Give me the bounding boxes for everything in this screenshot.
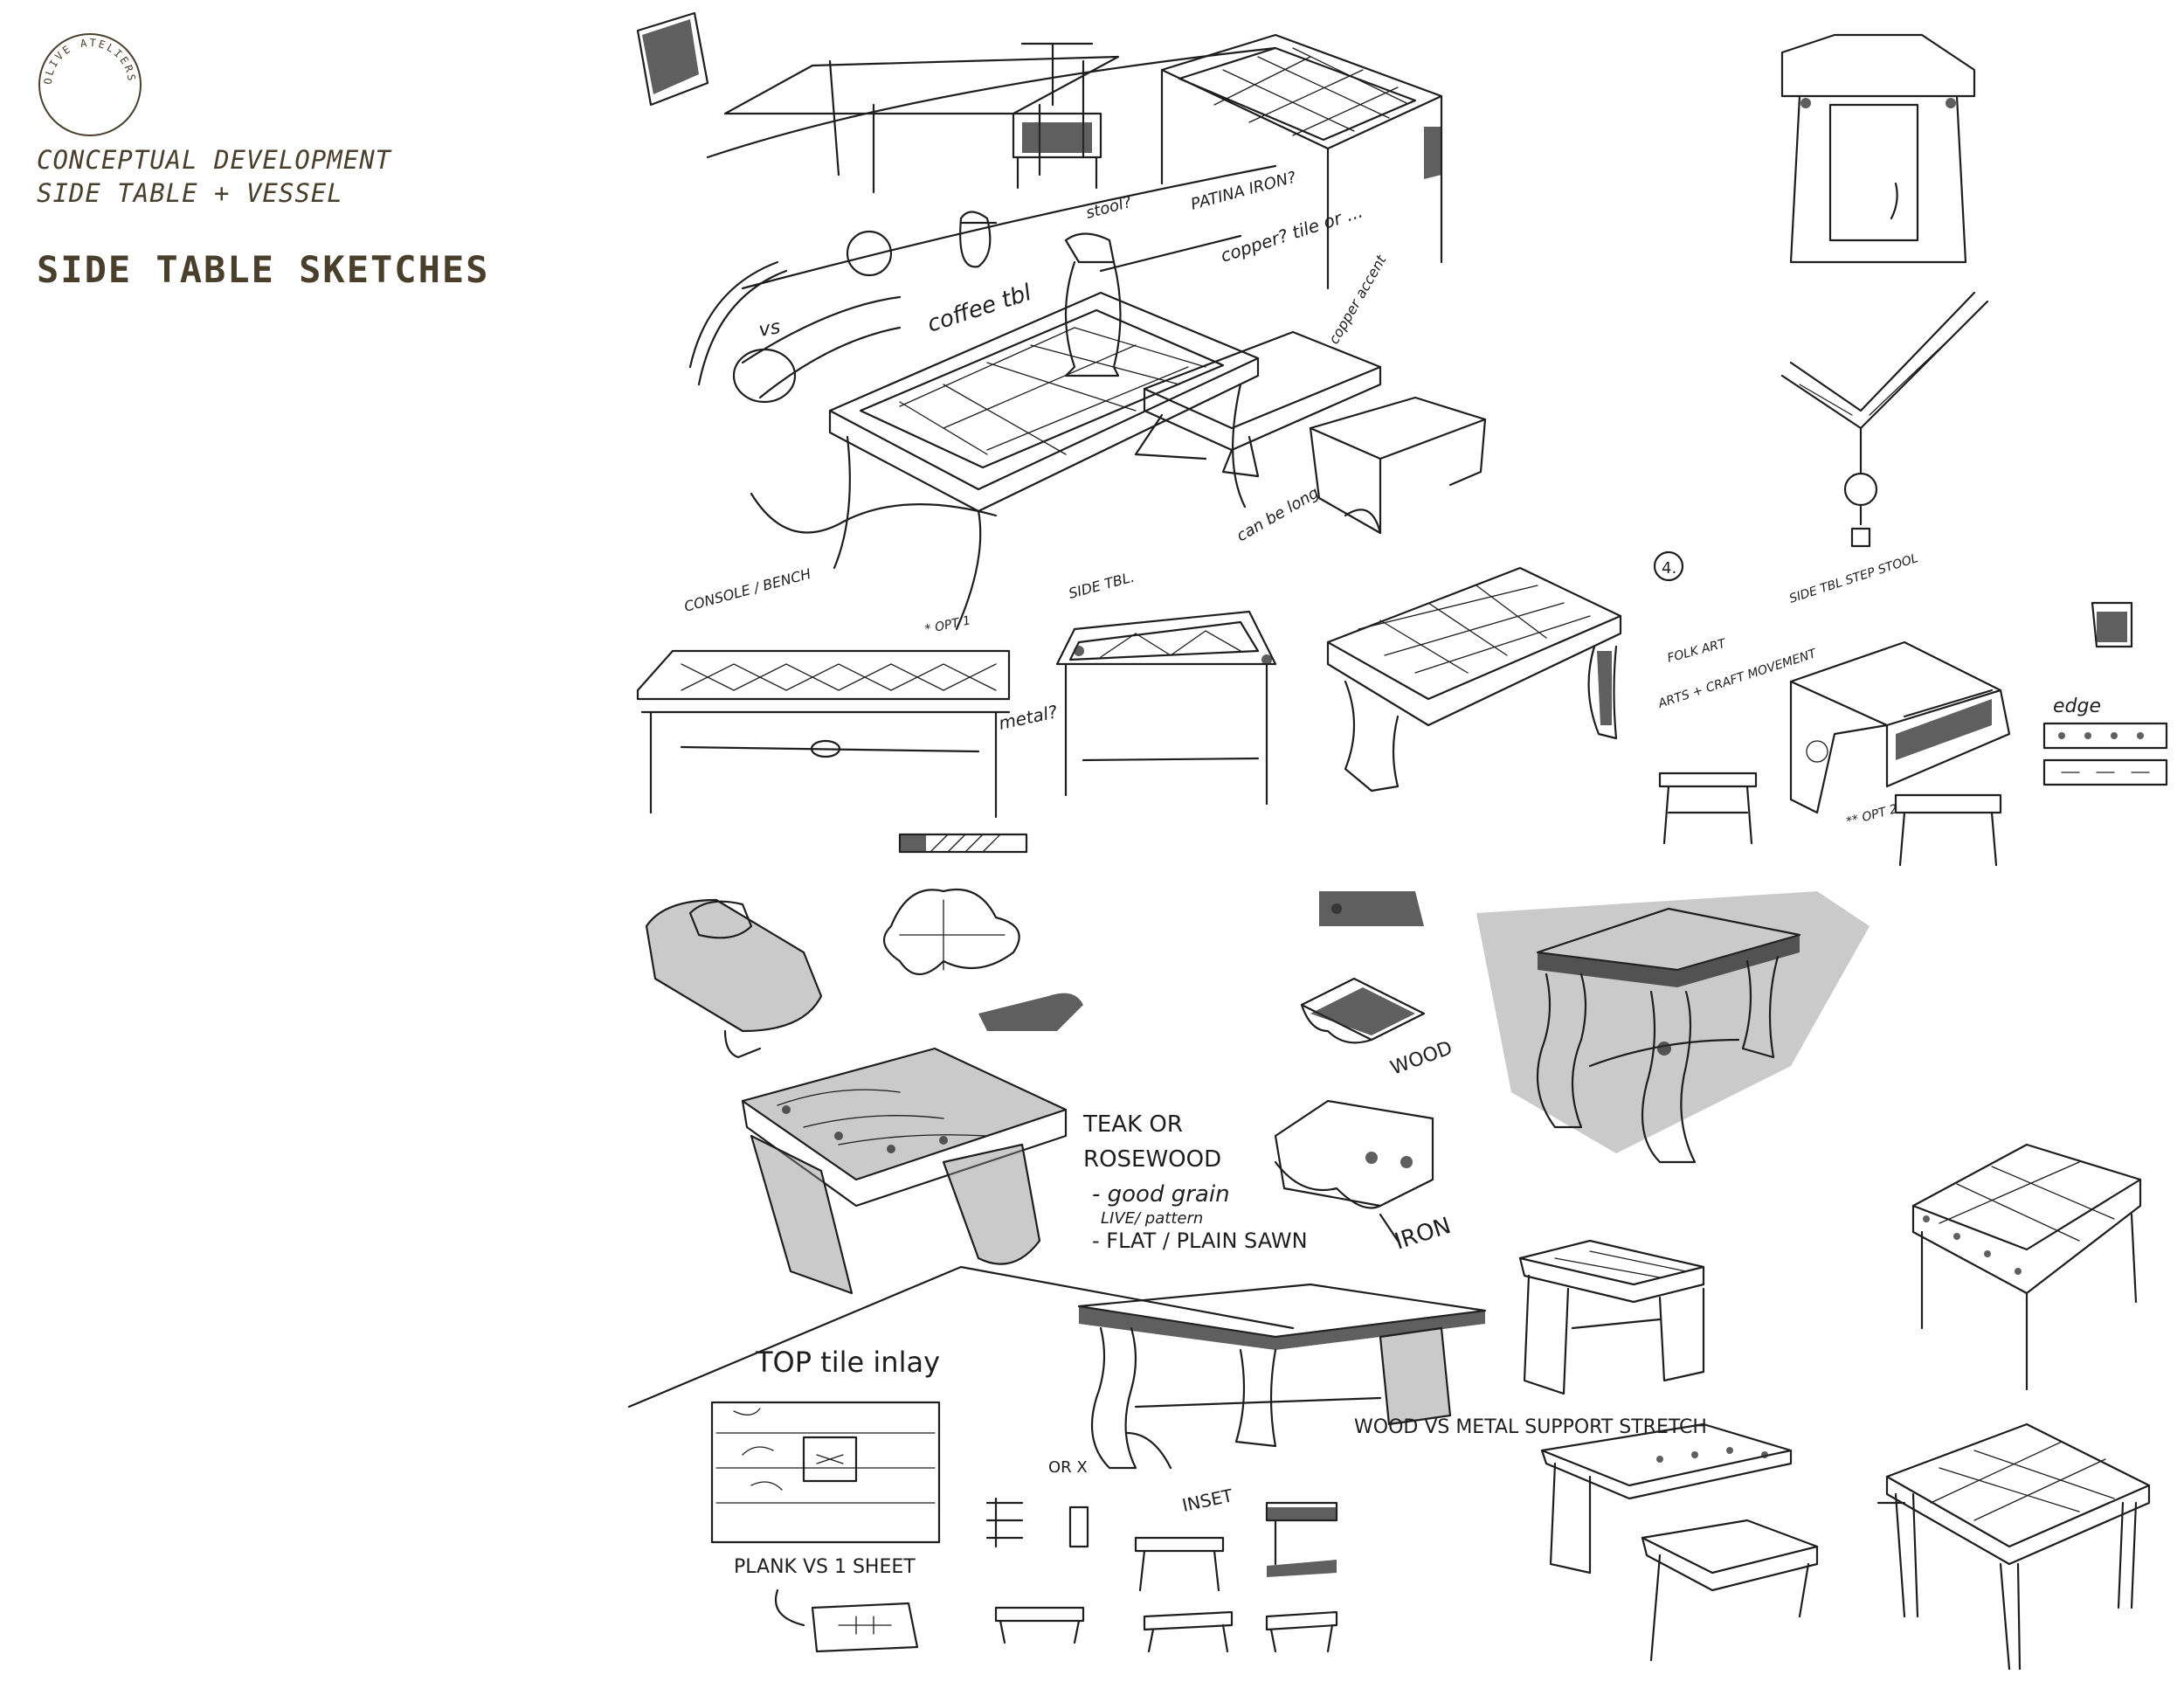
sketch-bench-simple [1134,330,1382,478]
sketch-pencil-vessel-box [645,898,823,1059]
annotation-rosewood: ROSEWOOD [1083,1146,1221,1173]
annotation-or-x: OR X [1048,1458,1088,1477]
sketch-small-benches [1658,772,2002,867]
sketch-bench-rounded [1309,396,1487,535]
annotation-iron: IRON [1392,1213,1455,1256]
sketch-small-tray [774,1589,919,1653]
annotation-copper-accent: copper accent [1325,252,1390,347]
sketch-plank-bench [1540,1422,1819,1662]
annotation-circle-4 [1653,550,1684,582]
sketch-stool-column [1064,232,1242,377]
sketch-perspective-scallop-table [627,1265,1487,1470]
sketch-iron-edge-detail [1274,1099,1434,1242]
sketch-tile-top-table [1911,1143,2142,1391]
sketch-stool-small [1012,42,1102,190]
annotation-side-tbl: SIDE TBL. [1067,569,1136,602]
annotation-console-bench: CONSOLE / BENCH [682,565,812,615]
annotation-opt2: ** OPT 2 [1845,802,1899,829]
sketch-step-stool-opt2 [1789,640,2011,814]
annotation-stool: stool? [1084,193,1134,223]
annotation-circled-4: 4. [1662,559,1676,578]
annotation-copper-tile: copper? tile or ... [1218,201,1365,266]
sketch-top-tile-inlay-plank [710,1401,941,1544]
page-title: SIDE TABLE SKETCHES [37,248,490,291]
subtitle-line-2: SIDE TABLE + VESSEL [37,178,343,208]
sketch-stool-pencil [1518,1239,1705,1395]
sketch-sheet: coffee tbl vs PATINA IRON? copper? tile … [627,11,2168,1671]
sketch-bench-lattice-long [636,649,1011,819]
sketch-tile-knot [882,888,1020,975]
sketch-table-tile-grid [1326,566,1622,793]
subtitle-line-1: CONCEPTUAL DEVELOPMENT [37,145,392,175]
sketch-corner-detail-1 [1319,891,1424,926]
olive-ateliers-seal-logo: OLIVE ATELIERS [38,33,142,136]
sketch-corner-detail-2 [1300,977,1426,1044]
sketch-cube-corner [636,11,709,107]
annotation-opt1: * OPT 1 [924,613,972,637]
sketch-side-table-metal [1055,610,1277,806]
annotation-metal: metal? [997,701,1060,734]
sketch-iron-frame-table [1885,1422,2151,1671]
logo-text: OLIVE ATELIERS [42,37,136,86]
annotation-inset: INSET [1180,1485,1235,1516]
sketch-section-bar [898,833,1028,854]
sketch-coffee-table-lattice [750,291,1260,631]
annotation-side-tbl-step-stool: SIDE TBL STEP STOOL [1787,551,1919,606]
annotation-can-be-long: can be long [1234,484,1323,546]
svg-text:OLIVE ATELIERS: OLIVE ATELIERS [42,37,138,86]
annotation-good-grain: - good grain [1092,1181,1230,1208]
annotation-teak: TEAK OR [1082,1111,1183,1138]
sketch-rendered-table-scallop [1476,891,1870,1164]
sketch-framed-table-lattice [1160,33,1443,290]
annotation-flat-plain-sawn: - FLAT / PLAIN SAWN [1092,1229,1308,1253]
annotation-vs: vs [757,316,782,342]
annotation-patina-iron: PATINA IRON? [1189,168,1298,213]
sketch-edge-profiles [2042,601,2168,786]
sketch-wood-bench-grain [741,1047,1068,1295]
annotation-top-tile-inlay: TOP tile inlay [755,1346,940,1379]
annotation-folk-art: FOLK ART [1666,636,1729,666]
subtitle: CONCEPTUAL DEVELOPMENT SIDE TABLE + VESS… [37,143,391,210]
sketch-curve-options [688,260,902,404]
annotation-wood-vs-metal: WOOD VS METAL SUPPORT STRETCH [1354,1416,1707,1438]
annotation-live-pattern: LIVE/ pattern [1101,1209,1203,1228]
sketch-thumbnail-variations [985,1497,1906,1653]
annotation-edge: edge [2053,696,2101,717]
sketch-profile-moulding [978,993,1083,1031]
annotation-wood: WOOD [1388,1037,1455,1080]
sketch-cabinet [1780,33,1976,264]
annotation-plank-vs-sheet: PLANK VS 1 SHEET [734,1556,916,1578]
sketch-pendant-vessel [1780,291,1989,548]
